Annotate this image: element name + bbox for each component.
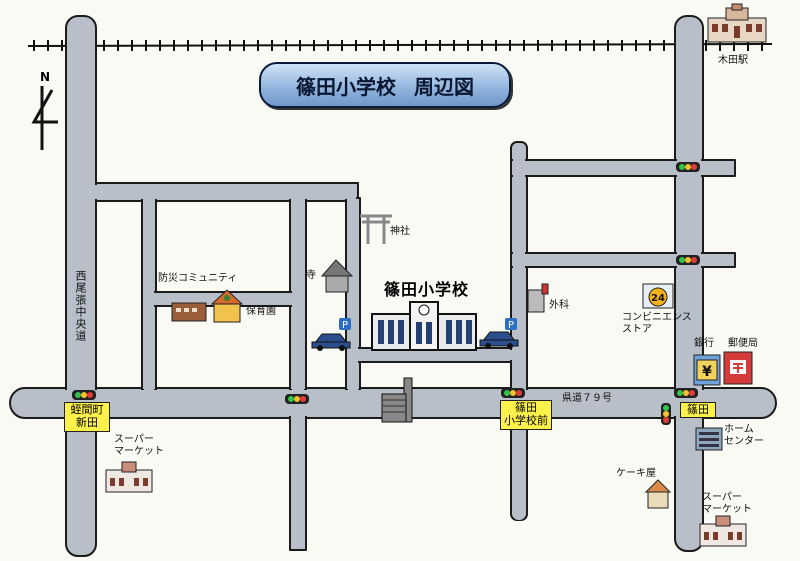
- bank-label: 銀行: [694, 338, 714, 349]
- north-arrow-icon: [31, 86, 58, 150]
- post-office-icon: [723, 351, 753, 385]
- temple-label: 寺: [306, 270, 316, 281]
- supermarket-west-label-line2: マーケット: [114, 446, 164, 457]
- school-label: 篠田小学校: [384, 280, 470, 299]
- parking-icon: P: [339, 318, 351, 331]
- community-center-label: 防災コミュニティ: [158, 273, 238, 284]
- west-avenue-label: 西尾張中央道: [74, 270, 87, 342]
- nursery-icon: [210, 289, 244, 323]
- school-building-icon: [371, 301, 477, 351]
- supermarket-west-label-line1: スーパー: [114, 434, 154, 445]
- convenience-store-icon: [642, 283, 674, 309]
- cake-shop-label: ケーキ屋: [616, 468, 656, 479]
- supermarket-east-label-line1: スーパー: [702, 492, 742, 503]
- north-label: N: [40, 70, 51, 84]
- station-label: 木田駅: [718, 55, 748, 66]
- supermarket-east-label: スーパー マーケット: [702, 492, 752, 516]
- intersection-west-line1: 蛭間町: [70, 403, 104, 416]
- intersection-label-east: 篠田: [680, 402, 716, 418]
- yen-symbol: ¥: [702, 364, 712, 380]
- traffic-light-icon: [72, 390, 96, 400]
- traffic-light-icon: [285, 394, 309, 404]
- convenience-store-label-line1: コンビニエンス: [622, 312, 692, 323]
- cake-shop-icon: [644, 479, 672, 509]
- map-title: 篠田小学校 周辺図: [259, 62, 511, 108]
- car-icon: [311, 333, 351, 351]
- home-center-label-line2: センター: [724, 436, 764, 447]
- community-center-icon: [171, 302, 207, 322]
- pedestrian-bridge-icon: [381, 377, 413, 423]
- traffic-light-icon: [674, 388, 698, 398]
- home-center-icon: [695, 427, 723, 451]
- shrine-torii-icon: [360, 214, 392, 244]
- clinic-icon: [527, 283, 549, 313]
- svg-text:P: P: [342, 320, 348, 331]
- shrine-label: 神社: [390, 226, 410, 237]
- home-center-label-line1: ホーム: [724, 424, 754, 435]
- intersection-west-line2: 新田: [76, 416, 98, 429]
- title-sub: 周辺図: [414, 74, 474, 99]
- intersection-label-school-front: 篠田 小学校前: [500, 400, 552, 430]
- intersection-school-front-line2: 小学校前: [504, 414, 548, 427]
- parking-icon: P: [505, 318, 517, 331]
- traffic-light-vertical-icon: [661, 403, 671, 425]
- intersection-school-front-line1: 篠田: [515, 401, 537, 414]
- railway-line: [27, 40, 773, 51]
- station-building-icon: [707, 3, 767, 43]
- traffic-light-icon: [676, 255, 700, 265]
- nursery-label: 保育園: [246, 306, 276, 317]
- home-center-label: ホーム センター: [724, 424, 764, 448]
- temple-icon: [320, 259, 354, 293]
- svg-text:P: P: [508, 320, 514, 331]
- convenience-store-label: コンビニエンス ストア: [622, 312, 692, 336]
- supermarket-west-label: スーパー マーケット: [114, 434, 164, 458]
- clinic-label: 外科: [549, 300, 569, 311]
- traffic-light-icon: [676, 162, 700, 172]
- post-office-label: 郵便局: [728, 338, 758, 349]
- supermarket-east-icon: [699, 515, 747, 547]
- intersection-label-west: 蛭間町 新田: [64, 402, 110, 432]
- convenience-24-badge: 24: [651, 293, 665, 304]
- supermarket-east-label-line2: マーケット: [702, 504, 752, 515]
- bank-icon: [693, 354, 721, 386]
- car-icon: [479, 331, 519, 349]
- supermarket-west-icon: [105, 461, 153, 493]
- title-main: 篠田小学校: [296, 74, 396, 99]
- route-79-label: 県道７９号: [562, 393, 612, 404]
- traffic-light-icon: [501, 388, 525, 398]
- convenience-store-label-line2: ストア: [622, 324, 652, 335]
